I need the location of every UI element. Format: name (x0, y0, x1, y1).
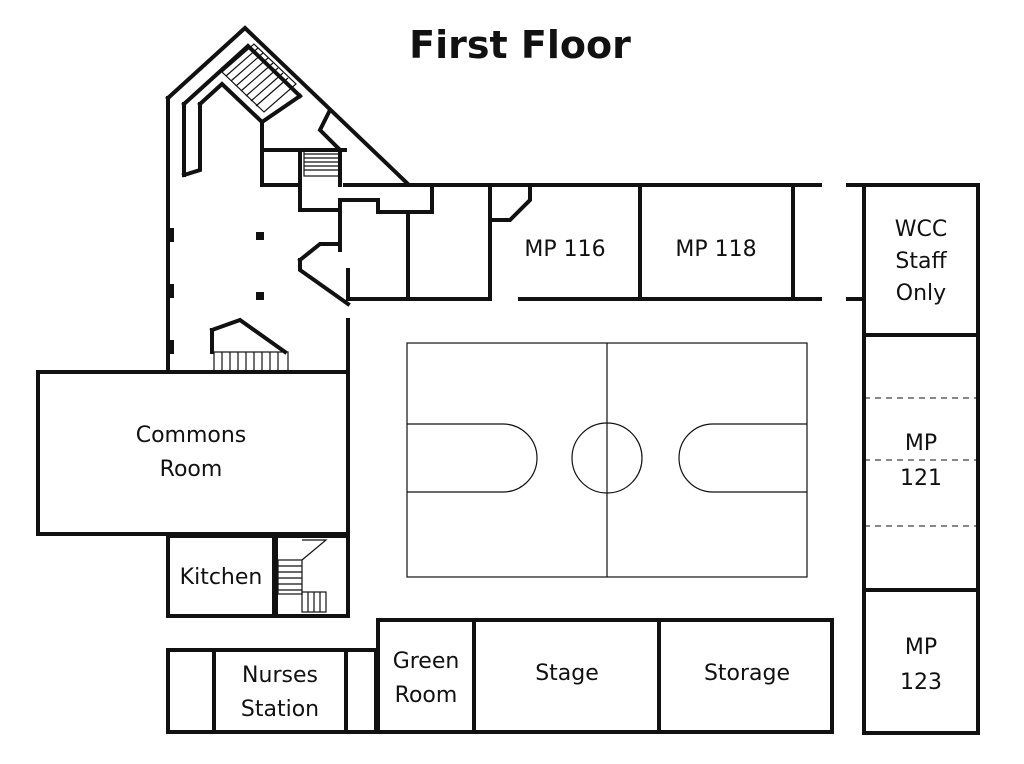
room-label-nurses-line1: Nurses (242, 663, 318, 688)
floor-title: First Floor (409, 23, 631, 67)
east-wing (862, 183, 980, 735)
commons-room (36, 370, 350, 536)
south-rooms (166, 618, 834, 734)
room-label-storage: Storage (704, 661, 790, 686)
room-label-kitchen: Kitchen (180, 565, 263, 590)
stairs-kitchen (274, 538, 328, 616)
room-label-mp118: MP 118 (675, 237, 756, 262)
room-label-stage: Stage (535, 661, 599, 686)
stairs-lobby (213, 351, 289, 373)
room-label-mp121-line2: 121 (900, 466, 942, 491)
stairs-north (221, 43, 297, 113)
room-label-commons-line2: Room (160, 457, 223, 482)
room-label-mp123-line1: MP (905, 635, 937, 660)
room-label-nurses-line2: Station (241, 697, 319, 722)
gymnasium (346, 318, 808, 618)
room-label-mp121-line1: MP (905, 431, 937, 456)
room-label-mp116: MP 116 (524, 237, 605, 262)
room-label-green-line1: Green (393, 649, 460, 674)
room-label-wcc-line2: Staff (895, 249, 947, 274)
northwest-wing (165, 25, 411, 212)
north-rooms (338, 183, 866, 301)
room-label-wcc-line1: WCC (895, 217, 947, 242)
kitchen-room (166, 534, 350, 618)
room-label-commons-line1: Commons (136, 423, 247, 448)
stairs-middle (303, 149, 341, 177)
room-label-mp123-line2: 123 (900, 670, 942, 695)
room-label-wcc-line3: Only (896, 281, 946, 306)
lobby (166, 183, 351, 374)
room-label-green-line2: Room (395, 683, 458, 708)
